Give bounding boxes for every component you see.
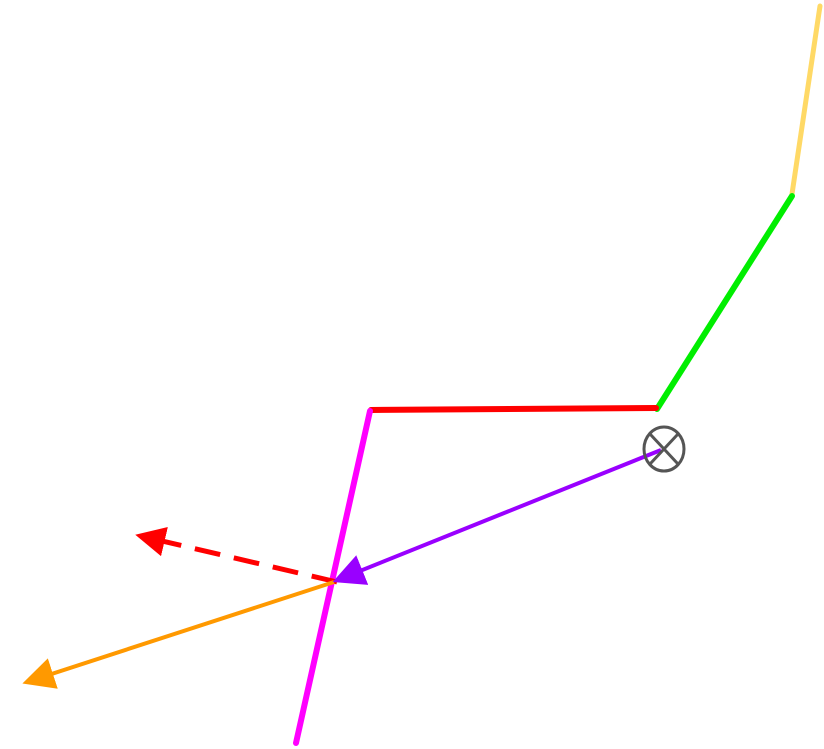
magenta-line (293, 408, 373, 746)
circle-cross-icon (642, 425, 686, 473)
red-segment (368, 405, 659, 413)
green-segment (654, 193, 795, 412)
red-dashed-ray (135, 526, 338, 585)
purple-ray (332, 448, 662, 585)
orange-ray (22, 580, 335, 689)
yellow-segment (789, 3, 823, 197)
